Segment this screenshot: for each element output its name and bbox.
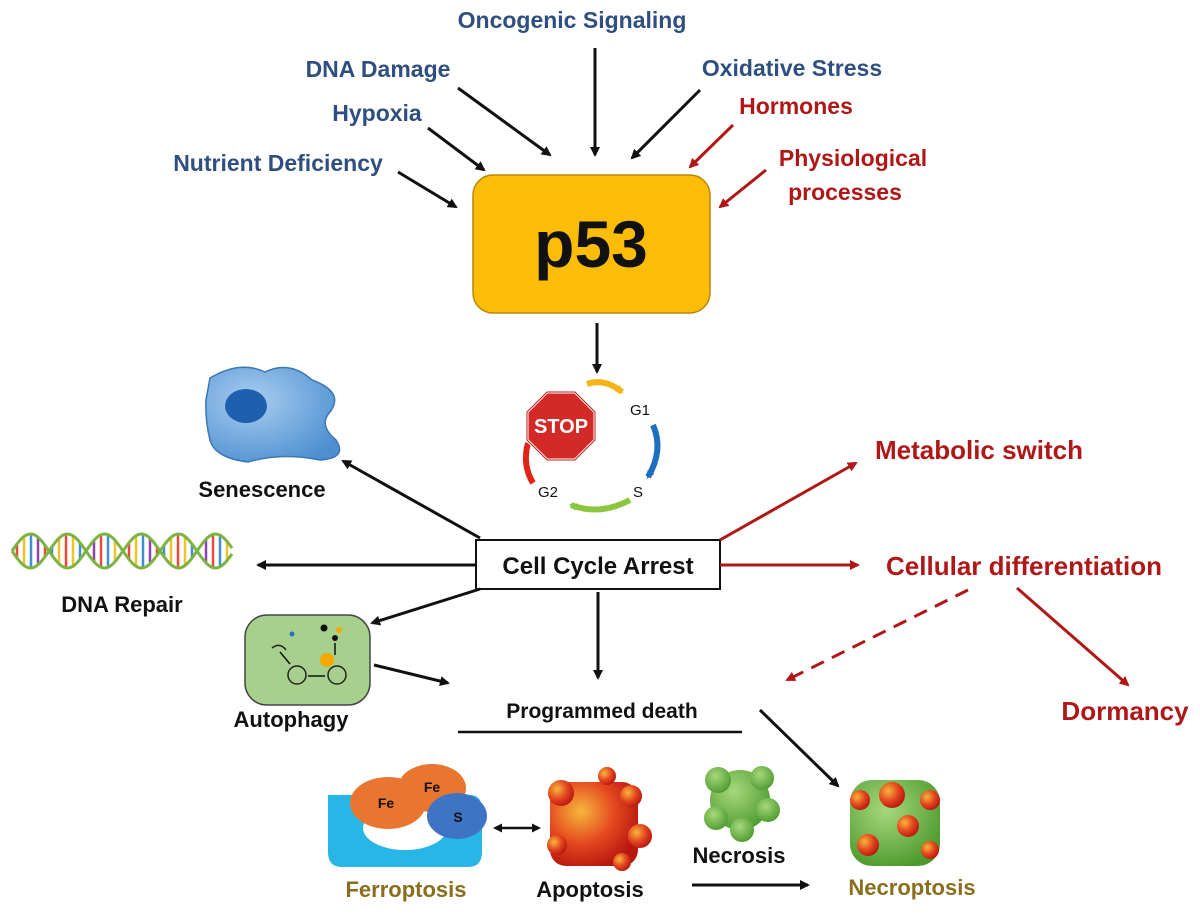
stop-sign-outline [526, 391, 596, 461]
fe-label-2: Fe [424, 779, 441, 795]
arrow-dna-damage [457, 86, 552, 157]
arrow-to-metabolic-switch [719, 461, 858, 542]
p53-label: p53 [534, 207, 648, 281]
cell-cycle-arrest-label: Cell Cycle Arrest [502, 553, 693, 580]
label-oncogenic-signaling: Oncogenic Signaling [458, 7, 687, 33]
necroptosis-cell-icon [850, 780, 940, 866]
arrow-oxidative [630, 88, 702, 160]
cycle-arc-g2 [569, 497, 632, 513]
label-hormones: Hormones [739, 93, 853, 119]
arrow-to-autophagy [370, 587, 481, 626]
arrow-autophagy-to-death [373, 663, 450, 686]
phase-g2: G2 [538, 484, 558, 501]
cell-cycle-arrest-node: Cell Cycle Arrest [475, 539, 721, 590]
arrow-to-dormancy [1016, 586, 1130, 687]
label-necroptosis: Necroptosis [848, 875, 975, 900]
ferroptosis-icon: Fe Fe S [328, 764, 487, 867]
arrow-to-senescence [341, 459, 481, 540]
stop-sign-text: STOP [534, 416, 588, 438]
label-apoptosis: Apoptosis [536, 877, 644, 902]
label-hypoxia: Hypoxia [332, 100, 422, 126]
label-metabolic-switch: Metabolic switch [875, 435, 1083, 465]
cycle-arc-m [522, 442, 536, 485]
stress-arrows [397, 48, 767, 209]
apoptosis-cell-icon [547, 767, 652, 871]
label-oxidative-stress: Oxidative Stress [702, 55, 882, 81]
cycle-arc-g1 [586, 379, 624, 395]
senescence-cell-icon [205, 366, 341, 463]
label-dna-damage: DNA Damage [306, 56, 451, 82]
label-autophagy: Autophagy [234, 707, 350, 732]
label-necrosis: Necrosis [693, 843, 786, 868]
p53-node: p53 [472, 174, 711, 314]
label-nutrient-deficiency: Nutrient Deficiency [173, 150, 383, 176]
arrow-to-necroptosis [758, 708, 840, 788]
label-dormancy: Dormancy [1061, 696, 1189, 726]
label-senescence: Senescence [198, 477, 325, 502]
label-physiological-line2: processes [788, 179, 902, 205]
phase-g1: G1 [630, 402, 650, 419]
arrow-differentiation-to-death [785, 588, 969, 682]
s-label: S [453, 809, 462, 825]
outcome-arrows [256, 459, 1130, 890]
label-physiological-line1: Physiological [779, 145, 927, 171]
autophagy-cell-icon [244, 614, 371, 706]
label-programmed-death: Programmed death [506, 700, 697, 723]
arrow-nutrient [397, 170, 458, 209]
dna-strand [10, 532, 234, 570]
cell-cycle-icon: STOP G1 S G2 [522, 379, 661, 513]
cycle-arc-s [645, 423, 661, 479]
p53-box [472, 174, 711, 314]
arrow-hormones [688, 123, 735, 169]
label-cellular-differentiation: Cellular differentiation [886, 551, 1162, 581]
arrow-physiological [718, 168, 767, 209]
dna-helix-icon [10, 532, 234, 570]
phase-s: S [633, 484, 643, 501]
label-ferroptosis: Ferroptosis [345, 877, 466, 902]
label-dna-repair: DNA Repair [61, 592, 183, 617]
arrow-hypoxia [427, 126, 486, 172]
fe-label-1: Fe [378, 795, 395, 811]
necrosis-cell-icon [704, 766, 780, 842]
